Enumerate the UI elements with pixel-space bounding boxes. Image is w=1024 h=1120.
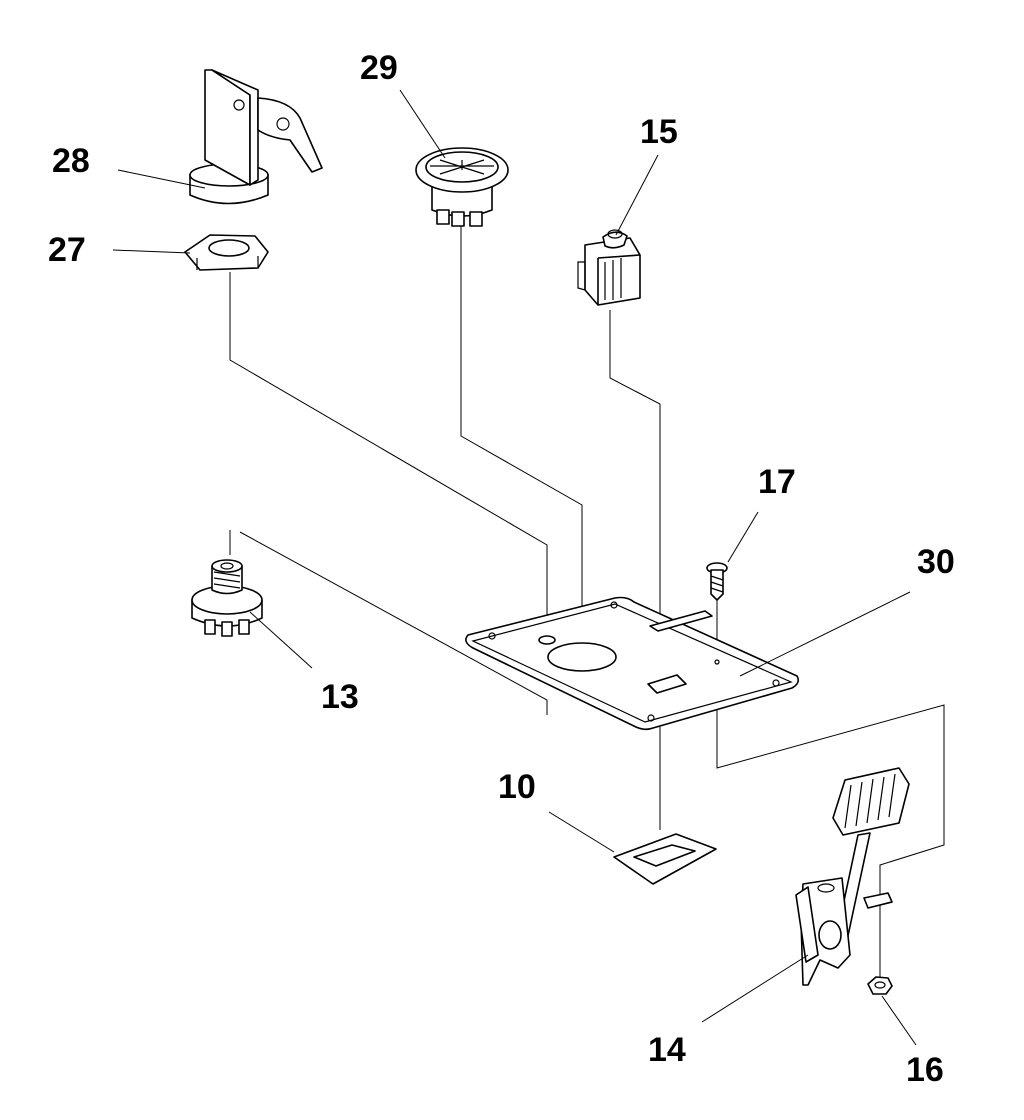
screw-part (706, 562, 728, 601)
label-key-switch: 28 (52, 142, 90, 180)
label-screw: 17 (758, 463, 796, 501)
label-gasket: 10 (498, 768, 536, 806)
label-pedal-assembly: 14 (648, 1031, 686, 1069)
mounting-plate-part (465, 596, 799, 731)
assembly-guide-lines (229, 225, 945, 980)
ignition-switch-part (191, 559, 263, 637)
label-hour-meter: 29 (360, 49, 398, 87)
rocker-switch-part (577, 229, 641, 306)
key-switch-part (189, 69, 323, 205)
label-mounting-plate: 30 (917, 543, 955, 581)
label-hex-nut: 27 (48, 231, 86, 269)
part-labels: 28 27 29 15 17 30 13 10 14 16 (48, 49, 955, 1089)
lock-nut-part (867, 976, 893, 995)
leader-lines (112, 89, 917, 1046)
label-rocker-switch: 15 (640, 113, 678, 151)
pedal-assembly-part (795, 767, 910, 986)
label-lock-nut: 16 (906, 1051, 944, 1089)
hex-nut-part (184, 234, 269, 271)
hour-meter-part (415, 147, 509, 227)
gasket-part (613, 833, 717, 885)
label-ignition-switch: 13 (321, 678, 359, 716)
